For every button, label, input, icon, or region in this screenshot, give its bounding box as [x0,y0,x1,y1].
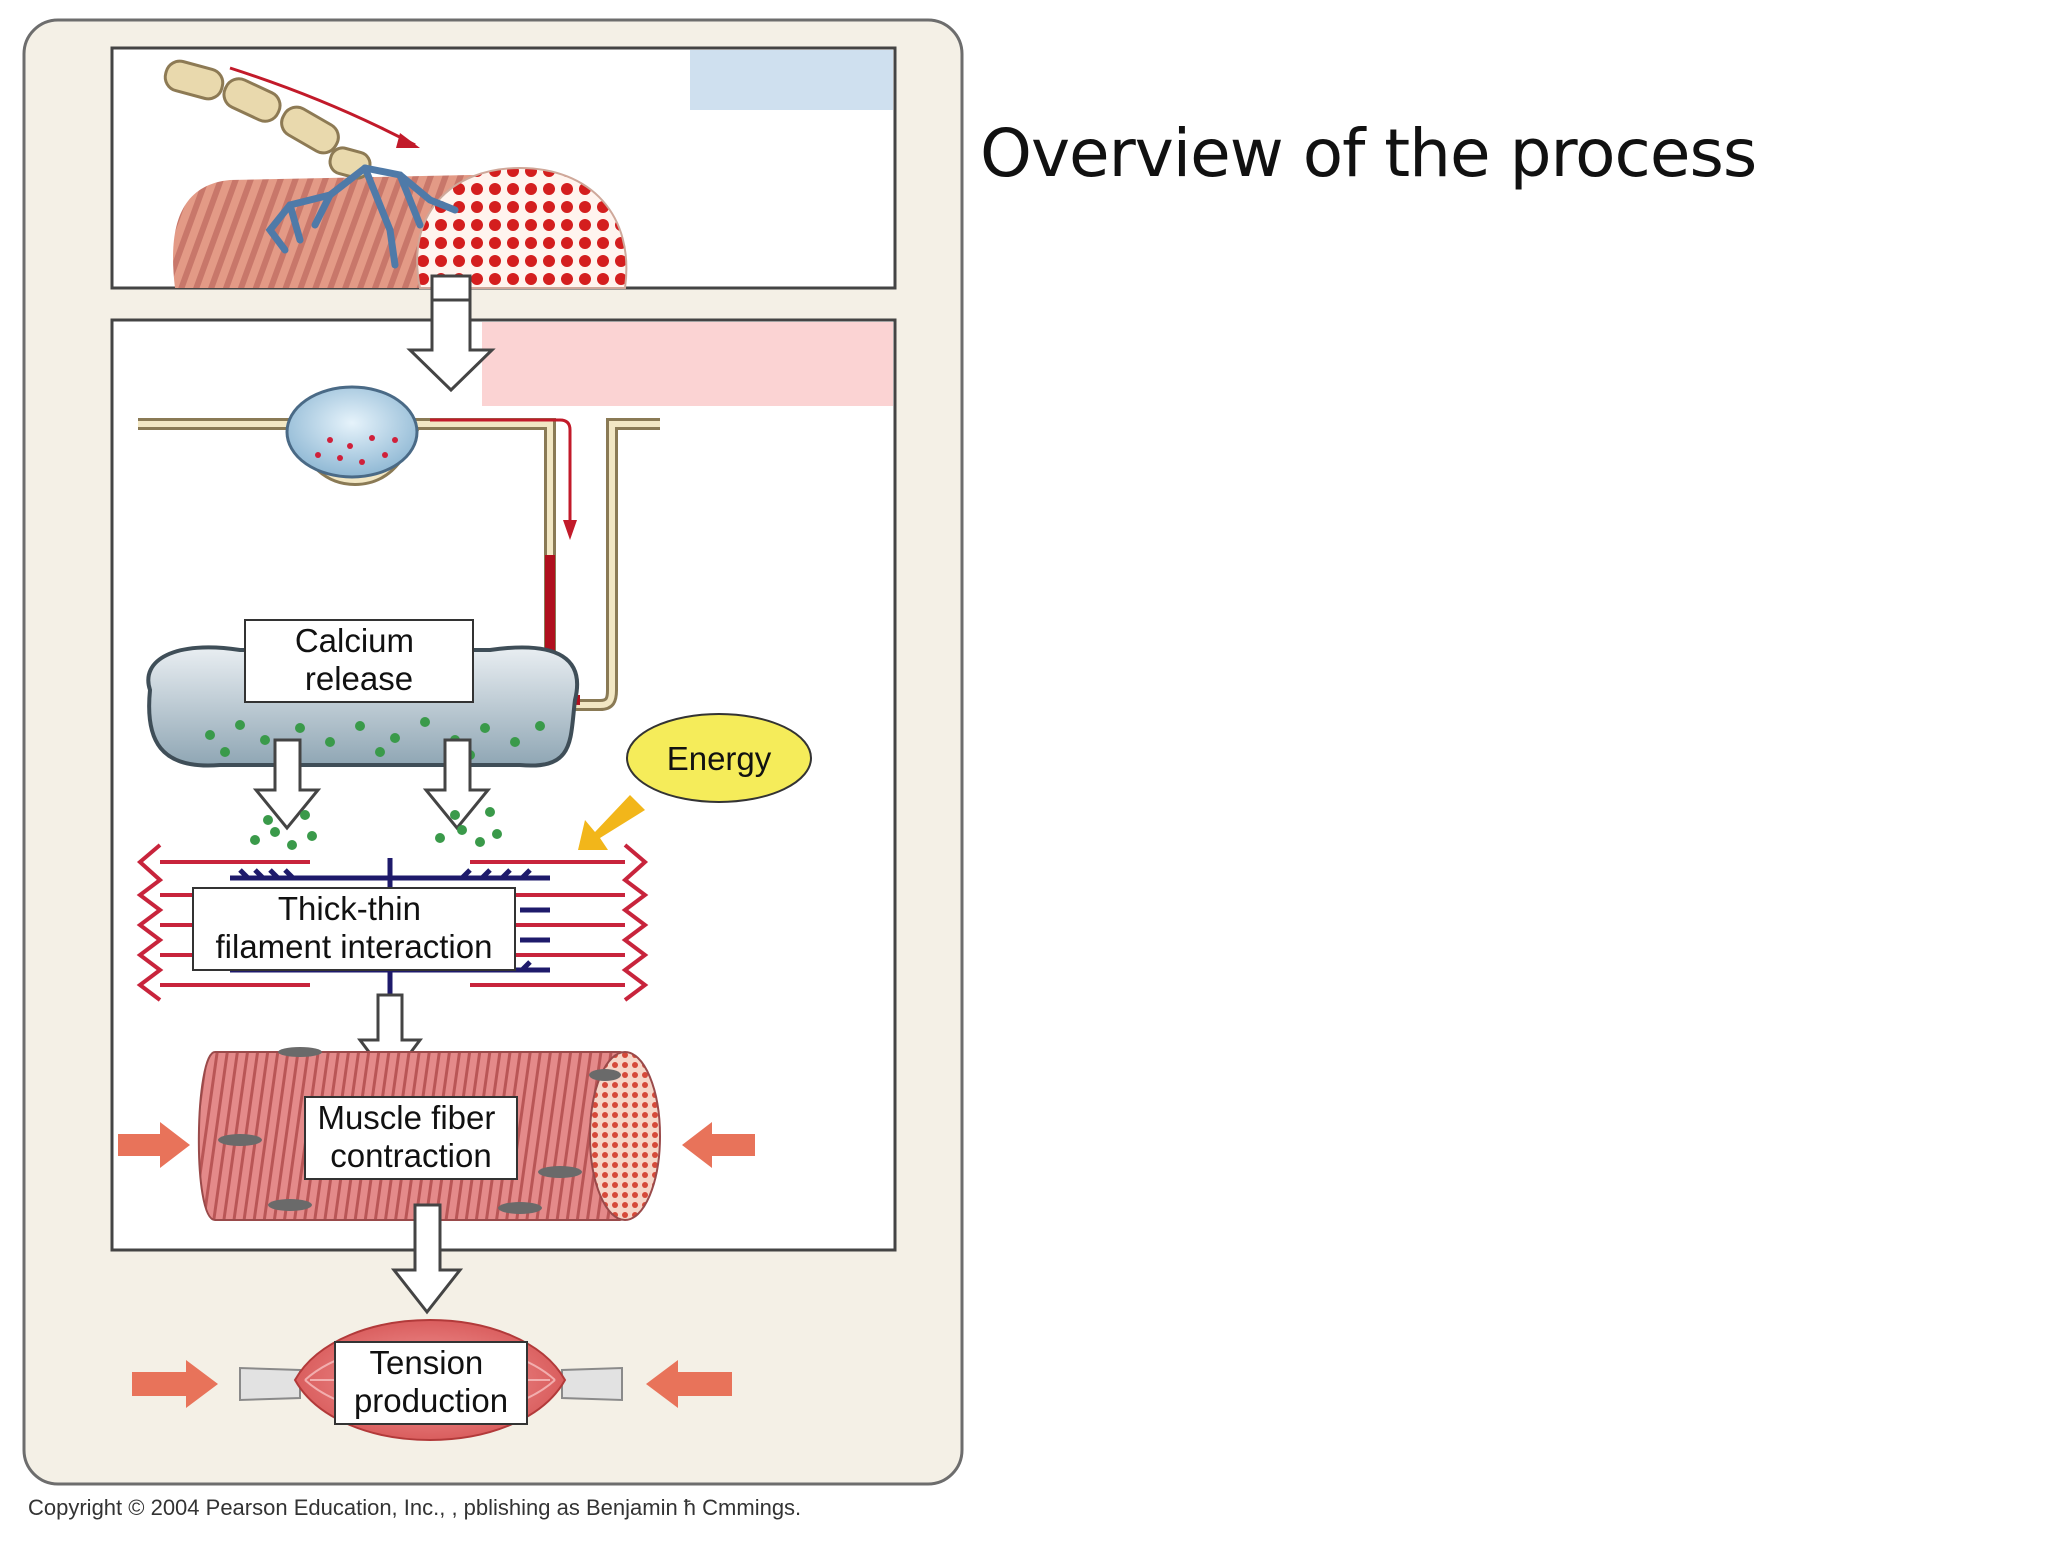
slide-title: Overview of the process [980,115,1757,192]
flow-arrow-3 [390,1203,464,1315]
calcium-arrow-left [252,738,322,831]
calcium-release-label: Calcium release [295,622,423,697]
filament-interaction-label-box [192,887,516,971]
synaptic-vesicle [285,385,419,479]
energy-bubble [626,713,812,803]
excitation-contraction-figure: Calcium release Energy [0,0,1000,1536]
blank-label-box-blue [690,50,893,110]
fiber-process-panel: Calcium release Energy [110,298,897,1252]
tension-production-label-box [334,1341,528,1425]
fiber-arrow-right [682,1122,755,1168]
filament-interaction-label: Thick-thin filament interaction [216,890,493,965]
fiber-arrow-left [118,1122,190,1168]
muscle-arrow-right [646,1360,732,1408]
fiber-contraction-label-box [304,1096,518,1180]
sarcomere: Thick-thin filament interaction [136,843,649,1002]
copyright-notice: Copyright © 2004 Pearson Education, Inc.… [28,1495,802,1520]
neuromuscular-junction-panel [110,46,897,290]
calcium-arrow-right [422,738,492,831]
tension-production-label: Tension production [354,1344,508,1419]
fiber-contraction-label: Muscle fiber contraction [317,1099,504,1174]
blank-label-box-pink [482,322,893,406]
calcium-release-label-box [244,619,474,703]
energy-label: Energy [667,740,772,777]
muscle-arrow-left [132,1360,218,1408]
whole-muscle: Tension production [132,1319,732,1441]
energy-arrow [578,795,645,850]
